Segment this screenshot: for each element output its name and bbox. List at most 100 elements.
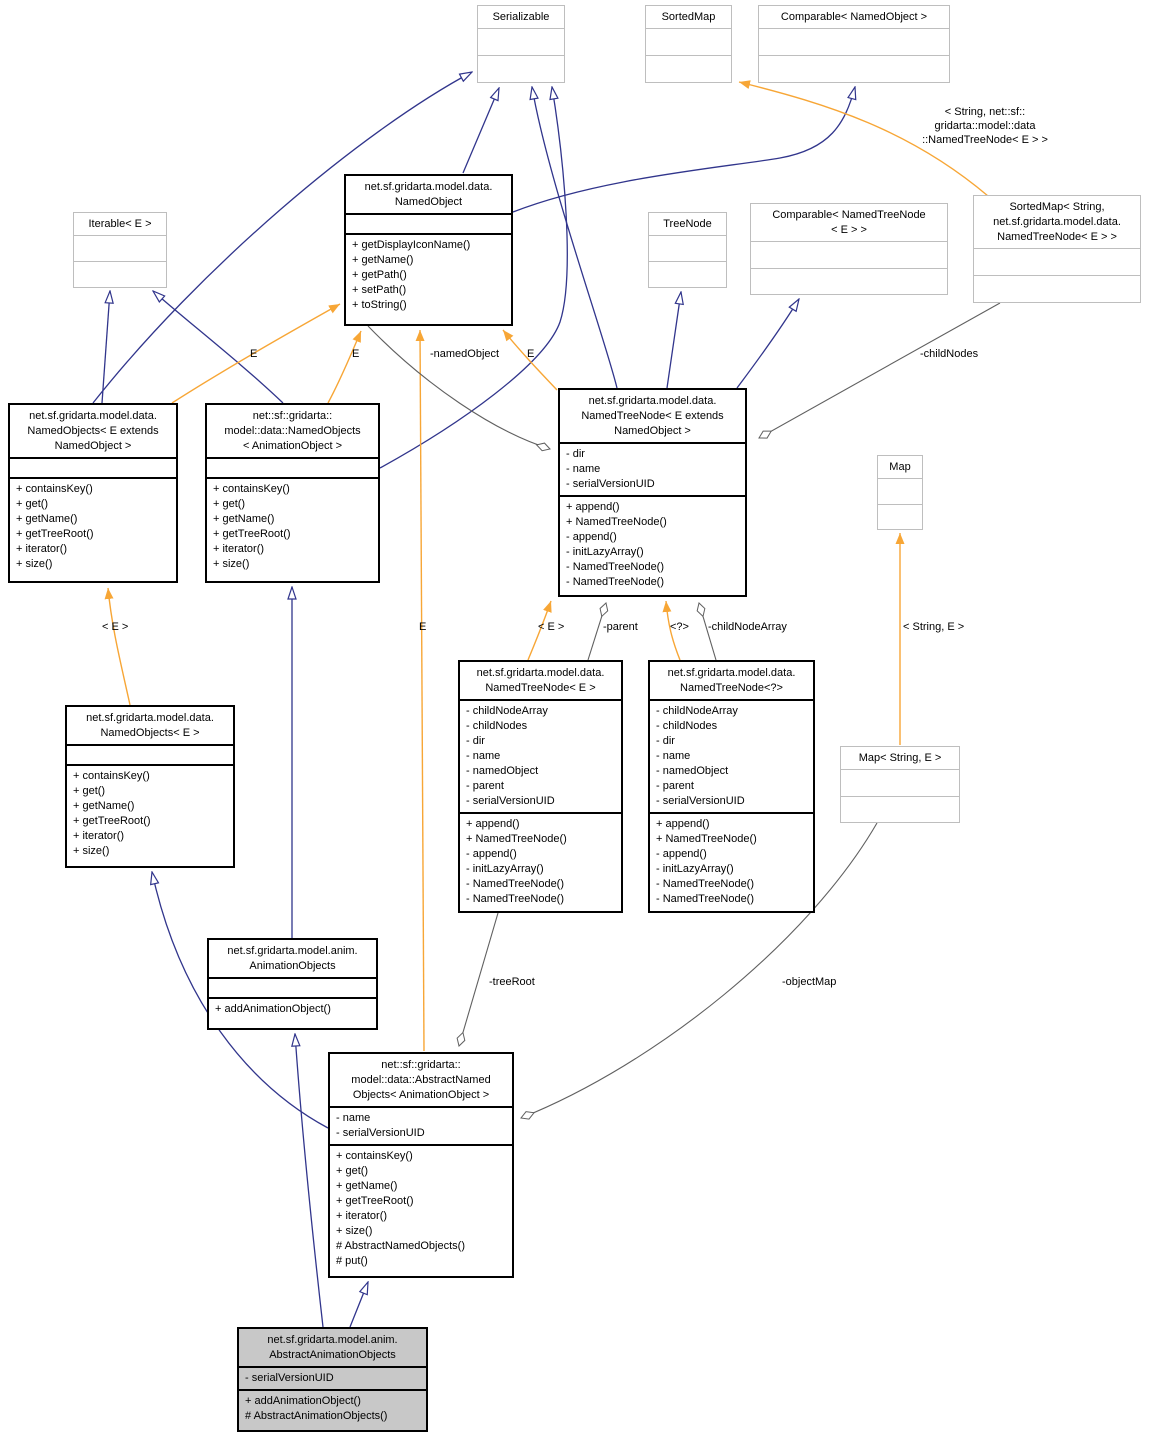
edge-template-namedobjects-lt-e bbox=[104, 587, 131, 706]
edge-namedobjects-anim-serializable bbox=[379, 87, 568, 469]
class-title: Serializable bbox=[478, 6, 564, 29]
edge-template-namedobjects-anim-e bbox=[327, 330, 362, 404]
edge-template-namedtreenode-wildcard bbox=[662, 600, 681, 661]
edge-label-childnodes-member: -childNodes bbox=[920, 348, 979, 360]
edge-label-template-e-3: E bbox=[527, 348, 535, 360]
empty-attributes bbox=[759, 29, 949, 56]
empty-attributes bbox=[74, 236, 166, 262]
edge-abstractanimation-abstractnamed bbox=[349, 1282, 368, 1328]
class-title: net.sf.gridarta.model.data. NamedObjects… bbox=[67, 707, 233, 746]
edge-namedtreenode-serializable bbox=[532, 87, 618, 389]
empty-methods bbox=[759, 56, 949, 82]
class-methods: + getDisplayIconName() + getName() + get… bbox=[352, 239, 471, 311]
class-title: net.sf.gridarta.model.data. NamedTreeNod… bbox=[560, 390, 745, 444]
empty-methods bbox=[74, 262, 166, 287]
class-attributes bbox=[209, 979, 376, 999]
class-box-namedobjects-e[interactable]: net.sf.gridarta.model.data. NamedObjects… bbox=[65, 705, 235, 868]
empty-attributes bbox=[974, 249, 1140, 276]
class-title: net.sf.gridarta.model.data. NamedObjects… bbox=[10, 405, 176, 459]
class-attributes: - name - serialVersionUID bbox=[330, 1108, 512, 1146]
class-box-map: Map bbox=[877, 455, 923, 530]
class-title: SortedMap< String, net.sf.gridarta.model… bbox=[974, 196, 1140, 249]
empty-methods bbox=[478, 56, 564, 82]
class-box-iterable: Iterable< E > bbox=[73, 212, 167, 288]
edge-label-template-wildcard: <?> bbox=[670, 621, 689, 633]
edge-namedobjects-anim-iterable bbox=[153, 291, 284, 404]
edge-namedtreenode-treenode bbox=[666, 292, 681, 389]
edge-label-namedobject-member: -namedObject bbox=[430, 348, 500, 360]
empty-methods bbox=[841, 797, 959, 823]
edge-template-namedtreenode-lt-e bbox=[527, 600, 552, 661]
class-box-abstractnamedobjects[interactable]: net::sf::gridarta:: model::data::Abstrac… bbox=[328, 1052, 514, 1278]
class-box-map-string-e: Map< String, E > bbox=[840, 746, 960, 823]
class-title: Comparable< NamedTreeNode < E > > bbox=[751, 204, 947, 242]
empty-attributes bbox=[649, 236, 726, 262]
class-attributes: - dir - name - serialVersionUID bbox=[560, 444, 745, 497]
class-box-animationobjects[interactable]: net.sf.gridarta.model.anim. AnimationObj… bbox=[207, 938, 378, 1030]
class-box-namedobjects-animationobject[interactable]: net::sf::gridarta:: model::data::NamedOb… bbox=[205, 403, 380, 583]
empty-methods bbox=[649, 262, 726, 287]
class-box-namedtreenode-e[interactable]: net.sf.gridarta.model.data. NamedTreeNod… bbox=[458, 660, 623, 913]
class-title: net.sf.gridarta.model.anim. AbstractAnim… bbox=[239, 1329, 426, 1368]
class-box-namedtreenode-template[interactable]: net.sf.gridarta.model.data. NamedTreeNod… bbox=[558, 388, 747, 597]
edge-member-treeroot bbox=[456, 912, 499, 1047]
class-title: Map bbox=[878, 456, 922, 479]
class-box-abstractanimationobjects[interactable]: net.sf.gridarta.model.anim. AbstractAnim… bbox=[237, 1327, 428, 1432]
edge-label-template-e-2: E bbox=[352, 348, 360, 360]
class-methods: + containsKey() + get() + getName() + ge… bbox=[213, 483, 291, 570]
edge-label-template-string-e: < String, E > bbox=[903, 621, 965, 633]
edge-label-parent-member: -parent bbox=[603, 621, 638, 633]
class-attributes bbox=[67, 746, 233, 766]
edge-label-sortedmap-template-args: < String, net::sf:: gridarta::model::dat… bbox=[922, 106, 1048, 146]
class-methods: + append() + NamedTreeNode() - append() … bbox=[656, 818, 757, 905]
empty-attributes bbox=[478, 29, 564, 56]
class-title: net.sf.gridarta.model.anim. AnimationObj… bbox=[209, 940, 376, 979]
class-title: net.sf.gridarta.model.data. NamedTreeNod… bbox=[460, 662, 621, 701]
class-attributes: - childNodeArray - childNodes - dir - na… bbox=[650, 701, 813, 814]
edge-label-template-lt-e-2: < E > bbox=[538, 621, 565, 633]
class-methods: + addAnimationObject() bbox=[215, 1003, 331, 1015]
class-box-namedtreenode-wildcard[interactable]: net.sf.gridarta.model.data. NamedTreeNod… bbox=[648, 660, 815, 913]
empty-methods bbox=[878, 505, 922, 530]
class-methods: + containsKey() + get() + getName() + ge… bbox=[73, 770, 151, 857]
class-title: TreeNode bbox=[649, 213, 726, 236]
edge-member-childnodes bbox=[758, 302, 1001, 439]
empty-attributes bbox=[878, 479, 922, 505]
class-methods: + addAnimationObject() # AbstractAnimati… bbox=[245, 1395, 388, 1422]
empty-methods bbox=[751, 269, 947, 295]
class-box-namedobjects-template[interactable]: net.sf.gridarta.model.data. NamedObjects… bbox=[8, 403, 178, 583]
class-title: Comparable< NamedObject > bbox=[759, 6, 949, 29]
class-attributes: - childNodeArray - childNodes - dir - na… bbox=[460, 701, 621, 814]
class-box-serializable: Serializable bbox=[477, 5, 565, 83]
class-title: Map< String, E > bbox=[841, 747, 959, 770]
edge-namedobject-comparable bbox=[512, 87, 855, 213]
class-box-treenode: TreeNode bbox=[648, 212, 727, 288]
class-title: net.sf.gridarta.model.data. NamedTreeNod… bbox=[650, 662, 813, 701]
class-box-namedobject[interactable]: net.sf.gridarta.model.data. NamedObject … bbox=[344, 174, 513, 326]
empty-attributes bbox=[841, 770, 959, 797]
edge-namedtreenode-comparable bbox=[736, 299, 799, 389]
class-box-sortedmap-string-namedtreenode: SortedMap< String, net.sf.gridarta.model… bbox=[973, 195, 1141, 303]
inheritance-edges bbox=[92, 72, 855, 1328]
edge-member-objectmap bbox=[520, 822, 878, 1120]
empty-methods bbox=[974, 276, 1140, 302]
edge-label-objectmap-member: -objectMap bbox=[782, 976, 837, 988]
class-attributes: - serialVersionUID bbox=[239, 1368, 426, 1391]
class-attributes bbox=[207, 459, 378, 479]
class-box-comparable-namedobject: Comparable< NamedObject > bbox=[758, 5, 950, 83]
class-methods: + append() + NamedTreeNode() - append() … bbox=[466, 818, 567, 905]
empty-attributes bbox=[751, 242, 947, 269]
class-attributes bbox=[10, 459, 176, 479]
edge-namedobject-serializable bbox=[462, 88, 499, 174]
edge-label-template-lt-e-1: < E > bbox=[102, 621, 129, 633]
edge-template-sortedmap-string bbox=[738, 80, 989, 197]
edge-member-childnodearray bbox=[696, 602, 717, 661]
class-title: SortedMap bbox=[646, 6, 731, 29]
edge-namedobjects-iterable bbox=[101, 291, 110, 404]
class-title: Iterable< E > bbox=[74, 213, 166, 236]
class-box-sortedmap: SortedMap bbox=[645, 5, 732, 83]
usage-edges bbox=[367, 302, 1001, 1120]
edge-label-template-e-4: E bbox=[419, 621, 427, 633]
